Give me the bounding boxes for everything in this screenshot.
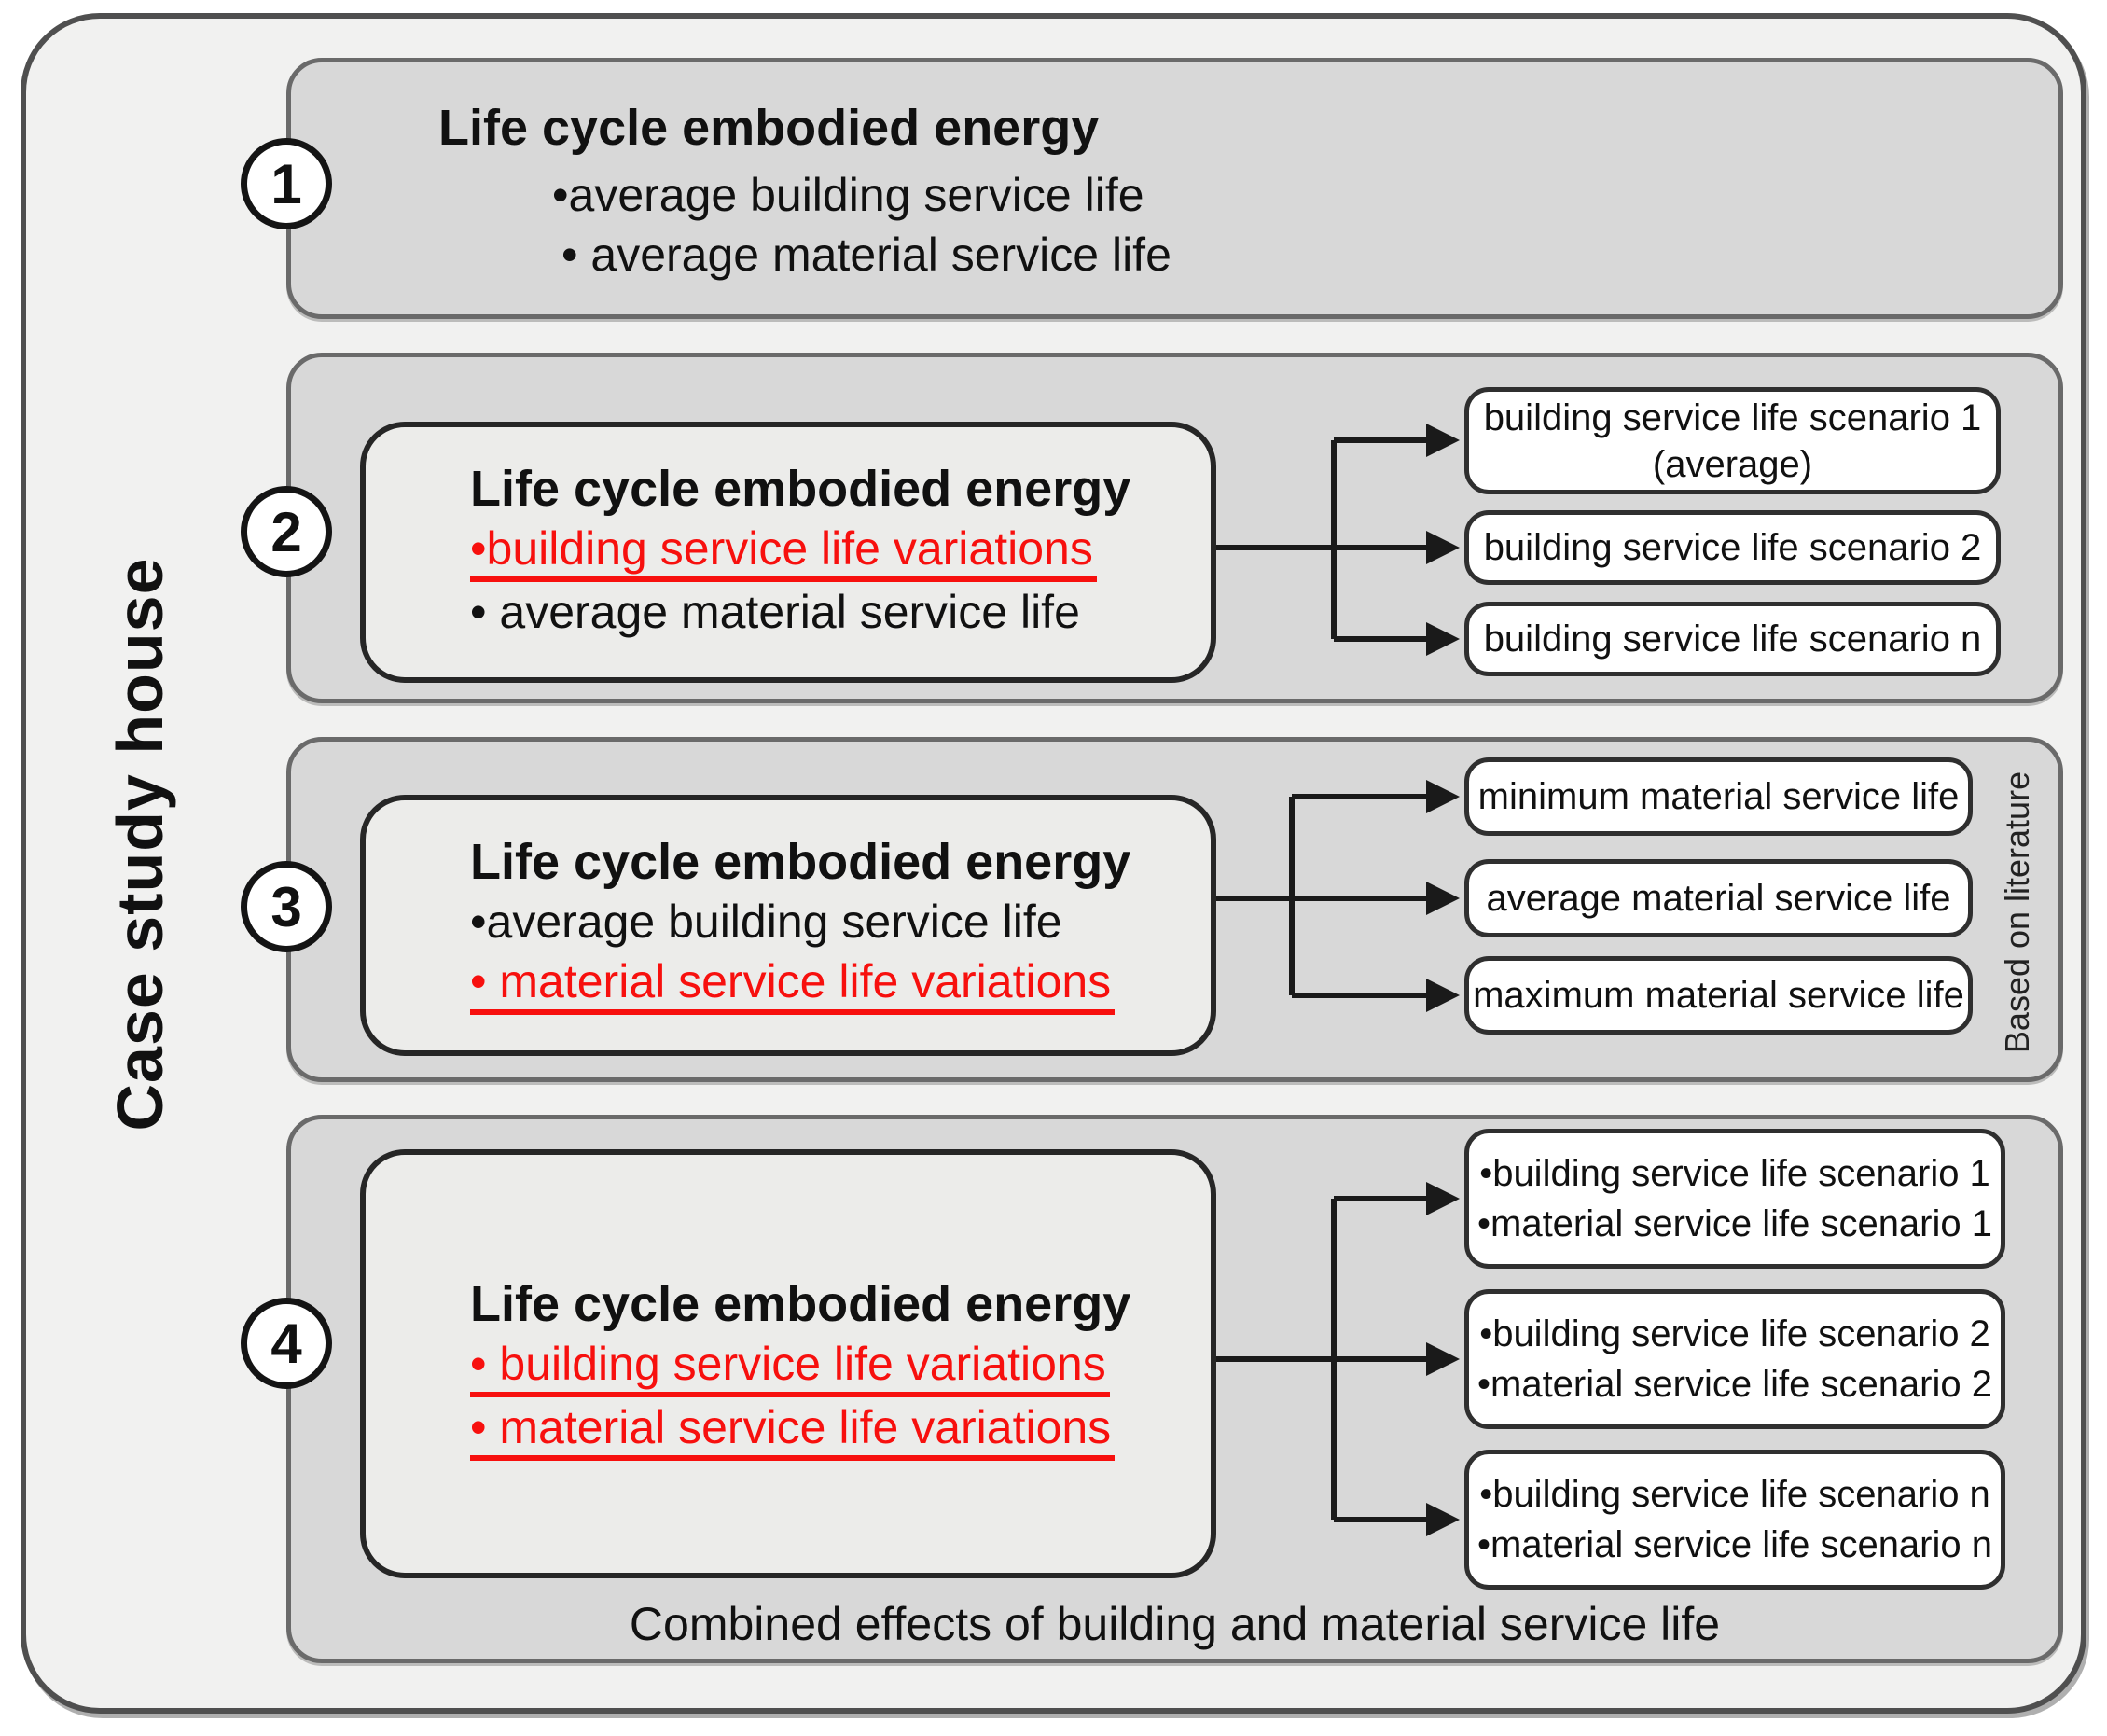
scenario-box-line: average material service life bbox=[1486, 878, 1951, 919]
panel-3-bullet-building: •average building service life bbox=[470, 892, 1211, 951]
red-underlined-text: •building service life variations bbox=[470, 524, 1097, 582]
panel-1-bullet-building: •average building service life bbox=[552, 169, 1144, 221]
scenario-box-combined-2: •building service life scenario 2 •mater… bbox=[1464, 1289, 2005, 1429]
panel-2-bullet-building: •building service life variations bbox=[470, 519, 1211, 582]
scenario-box-msl-avg: average material service life bbox=[1464, 859, 1973, 937]
plain-text: •average building service life bbox=[470, 896, 1062, 948]
panel-4-caption: Combined effects of building and materia… bbox=[629, 1598, 1721, 1650]
scenario-box-msl-max: maximum material service life bbox=[1464, 956, 1973, 1035]
step-4-badge: 4 bbox=[241, 1298, 332, 1389]
panel-1-bullet-material: • average material service life bbox=[561, 229, 1171, 281]
panel-3-bullet-material: • material service life variations bbox=[470, 951, 1211, 1015]
step-3-number: 3 bbox=[270, 875, 302, 938]
connector-spine-3 bbox=[1216, 797, 1295, 995]
panel-4-inner-box: Life cycle embodied energy • building se… bbox=[360, 1149, 1216, 1578]
step-2-badge: 2 bbox=[241, 486, 332, 577]
scenario-box-line: maximum material service life bbox=[1473, 975, 1964, 1016]
panel-4-bullet-material: • material service life variations bbox=[470, 1397, 1211, 1461]
scenario-box-msl-min: minimum material service life bbox=[1464, 757, 1973, 836]
scenario-box-line: •building service life scenario 1 bbox=[1479, 1153, 1990, 1194]
scenario-box-line: building service life scenario 1 bbox=[1483, 396, 1982, 438]
step-1-number: 1 bbox=[270, 152, 302, 215]
panel-2-bullet-material: • average material service life bbox=[470, 582, 1211, 642]
panel-3-title: Life cycle embodied energy bbox=[470, 834, 1131, 890]
scenario-box-line: •material service life scenario 1 bbox=[1477, 1203, 1992, 1244]
scenario-box-line: minimum material service life bbox=[1477, 776, 1960, 817]
scenario-box-line: building service life scenario 2 bbox=[1483, 527, 1982, 568]
scenario-box-line: •material service life scenario n bbox=[1477, 1524, 1992, 1565]
red-underlined-text: • material service life variations bbox=[470, 957, 1116, 1015]
scenario-box-bsl-1: building service life scenario 1 (averag… bbox=[1464, 387, 2001, 494]
panel-3-inner-box: Life cycle embodied energy •average buil… bbox=[360, 795, 1216, 1056]
panel-1-title: Life cycle embodied energy bbox=[438, 100, 1100, 156]
connector-spine-4 bbox=[1216, 1199, 1337, 1520]
connector-spine-2 bbox=[1216, 440, 1337, 639]
panel-4-title: Life cycle embodied energy bbox=[470, 1276, 1131, 1332]
scenario-box-bsl-n: building service life scenario n bbox=[1464, 602, 2001, 676]
step-1-badge: 1 bbox=[241, 138, 332, 229]
scenario-box-combined-n: •building service life scenario n •mater… bbox=[1464, 1450, 2005, 1590]
red-underlined-text: • building service life variations bbox=[470, 1340, 1110, 1397]
red-underlined-text: • material service life variations bbox=[470, 1403, 1116, 1461]
step-3-badge: 3 bbox=[241, 861, 332, 952]
panel-4-bullet-building: • building service life variations bbox=[470, 1334, 1211, 1397]
panel-2-inner-box: Life cycle embodied energy •building ser… bbox=[360, 422, 1216, 683]
panel-1 bbox=[286, 58, 2063, 319]
scenario-box-bsl-2: building service life scenario 2 bbox=[1464, 510, 2001, 585]
panel-2-title: Life cycle embodied energy bbox=[470, 461, 1131, 517]
scenario-box-line: building service life scenario n bbox=[1483, 618, 1982, 660]
scenario-box-line: •building service life scenario n bbox=[1479, 1474, 1990, 1515]
scenario-box-line: •building service life scenario 2 bbox=[1479, 1313, 1990, 1354]
step-2-number: 2 bbox=[270, 500, 302, 563]
plain-text: • average material service life bbox=[470, 586, 1080, 638]
scenario-box-line: (average) bbox=[1652, 443, 1813, 485]
scenario-box-line: •material service life scenario 2 bbox=[1477, 1364, 1992, 1405]
scenario-box-combined-1: •building service life scenario 1 •mater… bbox=[1464, 1129, 2005, 1269]
step-4-number: 4 bbox=[270, 1312, 302, 1375]
